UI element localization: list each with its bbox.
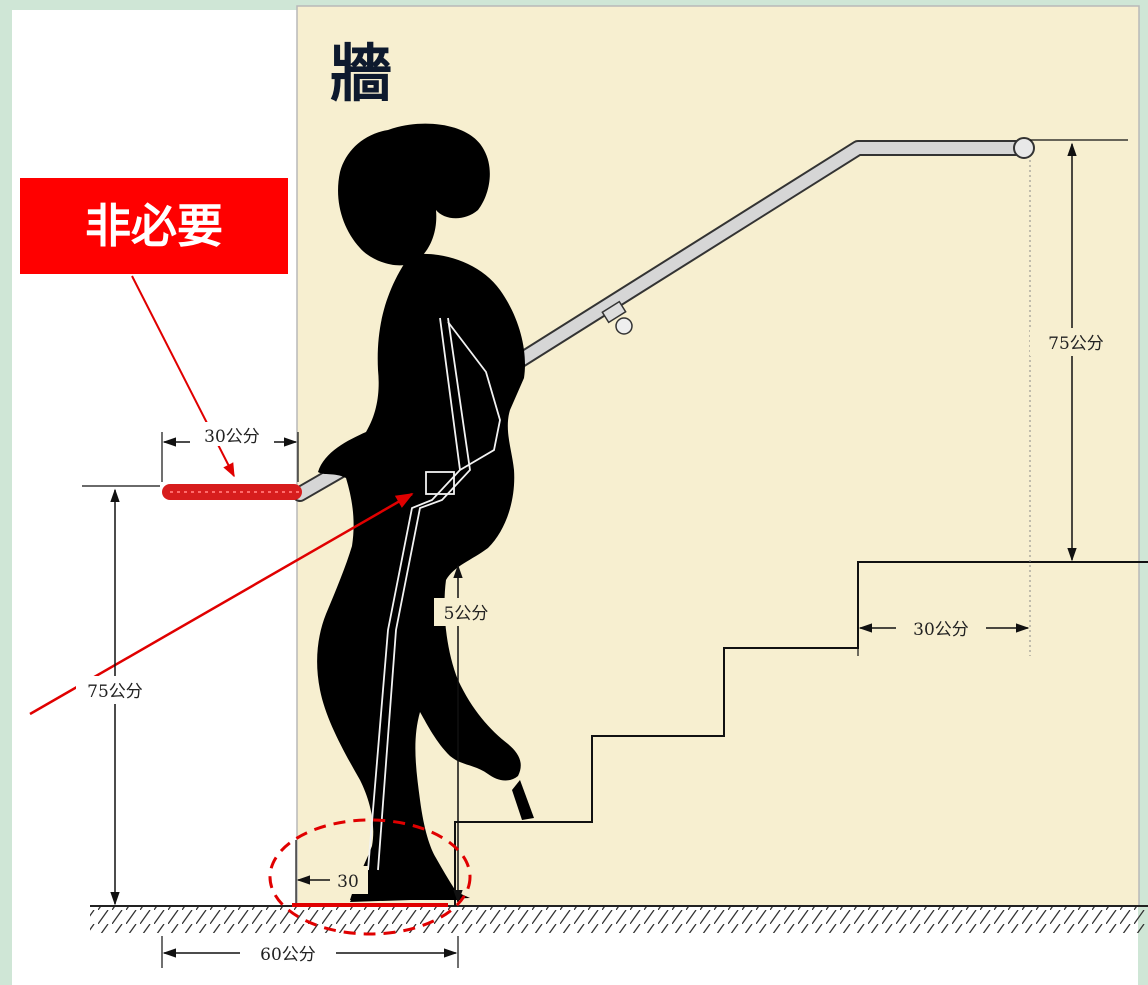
dim-step-depth-label: 30公分	[913, 620, 969, 640]
dim-extension: 30公分	[161, 422, 299, 482]
callout-label: 非必要	[85, 199, 223, 253]
dim-left-height-label: 75公分	[87, 682, 143, 702]
dim-foot-label: 30	[337, 872, 359, 892]
frame-left	[0, 0, 12, 985]
dim-left-height: 75公分	[76, 485, 160, 906]
wall-label: 牆	[330, 37, 392, 110]
frame-top	[0, 0, 1148, 10]
crutch	[367, 317, 501, 871]
dim-step-rise: 5公分	[434, 564, 504, 904]
dim-floor-span: 60公分	[161, 936, 459, 968]
dim-floor-span-label: 60公分	[260, 945, 316, 965]
person-silhouette	[317, 123, 534, 902]
frame-right	[1138, 0, 1148, 985]
stair-steps	[454, 561, 1148, 906]
callout-badge	[20, 178, 288, 274]
handrail-extension	[162, 484, 302, 500]
dim-step-rise-label: 5公分	[444, 604, 489, 624]
ground-hatch	[90, 907, 1148, 933]
dim-step-depth: 30公分	[857, 610, 1030, 656]
dim-right-height-label: 75公分	[1048, 334, 1104, 354]
dim-right-height: 75公分	[1029, 139, 1128, 656]
foot-highlight-ellipse	[268, 818, 472, 936]
dim-foot: 30	[295, 840, 368, 904]
dim-extension-label: 30公分	[204, 427, 260, 447]
